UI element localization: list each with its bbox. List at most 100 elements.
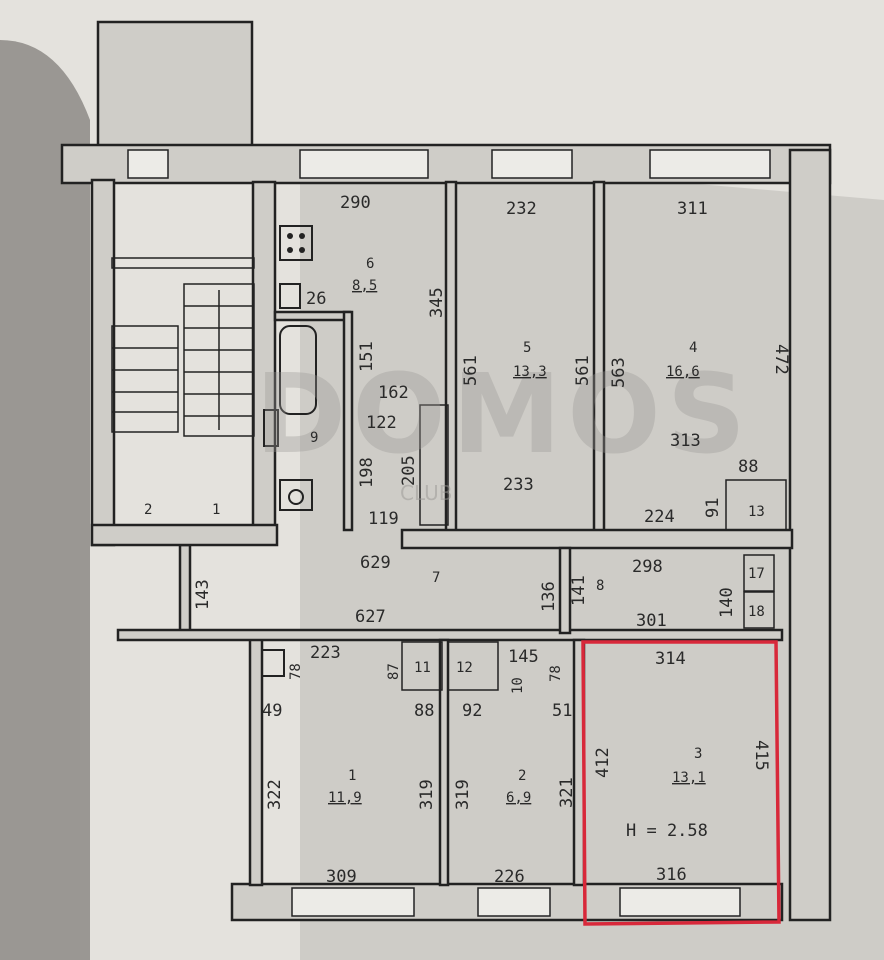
- room-area-room3: 13,1: [672, 770, 706, 786]
- watermark-sub: CLUB: [400, 481, 452, 505]
- room-area-room4: 16,6: [666, 364, 700, 380]
- wall-st17: [743, 554, 775, 592]
- dim-311: 311: [677, 199, 708, 219]
- wall-mid-horizontal: [400, 528, 794, 550]
- dim-26: 26: [306, 289, 326, 309]
- dim-629: 629: [360, 553, 391, 573]
- room-number-room1: 1: [348, 768, 356, 784]
- dim-122: 122: [366, 413, 397, 433]
- dim-561a: 561: [461, 355, 481, 386]
- dim-226: 226: [494, 867, 525, 887]
- dim-412: 412: [593, 747, 613, 778]
- room-number-room2: 2: [518, 768, 526, 784]
- dim-563: 563: [609, 357, 629, 388]
- dim-561b: 561: [573, 355, 593, 386]
- dim-309: 309: [326, 867, 357, 887]
- dim-92: 92: [462, 701, 482, 721]
- dim-319b: 319: [453, 779, 473, 810]
- room-area-room2: 6,9: [506, 790, 531, 806]
- dim-151: 151: [357, 341, 377, 372]
- room-number-st11: 11: [414, 660, 431, 676]
- wall-bath-top: [273, 310, 352, 322]
- wall-st18: [743, 591, 775, 629]
- window-top-3: [649, 149, 771, 179]
- dim-49: 49: [262, 701, 282, 721]
- window-top-1: [299, 149, 429, 179]
- dim-321: 321: [557, 777, 577, 808]
- room-number-hall: 7: [432, 570, 440, 586]
- dim-143: 143: [193, 579, 213, 610]
- room-number-stair2: 2: [144, 502, 152, 518]
- dim-78b: 78: [548, 665, 564, 682]
- dim-141: 141: [569, 575, 589, 606]
- highlight-frame: [581, 640, 781, 926]
- dim-88b: 88: [414, 701, 434, 721]
- dim-205: 205: [399, 455, 419, 486]
- wall-corridor-bottom: [116, 628, 784, 642]
- room-number-st12: 12: [456, 660, 473, 676]
- wall-stair-bottom: [90, 523, 279, 547]
- dim-140: 140: [717, 587, 737, 618]
- wall-room1-room2: [438, 638, 450, 887]
- bathtub-fixture: [279, 325, 317, 415]
- dim-319a: 319: [417, 779, 437, 810]
- dim-87: 87: [386, 663, 402, 680]
- room-number-bath: 9: [310, 430, 318, 446]
- dim-119: 119: [368, 509, 399, 529]
- dim-415: 415: [751, 740, 771, 771]
- ceiling-height: H = 2.58: [626, 821, 708, 841]
- room-area-room1: 11,9: [328, 790, 362, 806]
- room1-sink-fixture: [261, 649, 285, 677]
- dim-290: 290: [340, 193, 371, 213]
- dim-78a: 78: [288, 663, 304, 680]
- stair-flights: [111, 257, 255, 437]
- outer-wall-left: [90, 178, 116, 547]
- washbasin-fixture: [263, 409, 279, 447]
- room-number-closet13: 13: [748, 504, 765, 520]
- dim-316: 316: [656, 865, 687, 885]
- wall-st12: [447, 641, 499, 691]
- dim-162: 162: [378, 383, 409, 403]
- wall-st11: [401, 641, 443, 691]
- dim-233: 233: [503, 475, 534, 495]
- window-bottom-1: [291, 887, 415, 917]
- shaft-block: [419, 404, 449, 526]
- dim-51: 51: [552, 701, 572, 721]
- dim-232: 232: [506, 199, 537, 219]
- dim-314: 314: [655, 649, 686, 669]
- kitchen-sink-fixture: [279, 283, 301, 309]
- room-number-stair1: 1: [212, 502, 220, 518]
- room-number-st18: 18: [748, 604, 765, 620]
- stove-fixture: [279, 225, 313, 261]
- dim-88a: 88: [738, 457, 758, 477]
- dim-472: 472: [771, 344, 791, 375]
- dim-91: 91: [703, 498, 723, 518]
- watermark: DOMOS: [255, 350, 752, 478]
- dim-198: 198: [357, 457, 377, 488]
- dim-136: 136: [539, 581, 559, 612]
- dim-345: 345: [427, 287, 447, 318]
- dim-313: 313: [670, 431, 701, 451]
- window-bottom-3: [619, 887, 741, 917]
- room-number-room4: 4: [689, 340, 697, 356]
- dim-322: 322: [265, 779, 285, 810]
- window-top-2: [491, 149, 573, 179]
- wall-left-lower: [178, 543, 192, 637]
- wall-corr8-left: [558, 546, 572, 635]
- room-area-kitchen: 8,5: [352, 278, 377, 294]
- room-number-room5: 5: [523, 340, 531, 356]
- balcony-block: [96, 20, 254, 149]
- wall-left-bottom: [248, 633, 264, 887]
- dim-224: 224: [644, 507, 675, 527]
- shadow: [0, 40, 90, 960]
- wall-bath-right: [342, 310, 354, 532]
- room-number-room3: 3: [694, 746, 702, 762]
- outer-wall-right: [788, 148, 832, 922]
- window-bottom-2: [477, 887, 551, 917]
- room-number-st17: 17: [748, 566, 765, 582]
- dim-298: 298: [632, 557, 663, 577]
- dim-223: 223: [310, 643, 341, 663]
- room-number-kitchen: 6: [366, 256, 374, 272]
- window-top-4: [127, 149, 169, 179]
